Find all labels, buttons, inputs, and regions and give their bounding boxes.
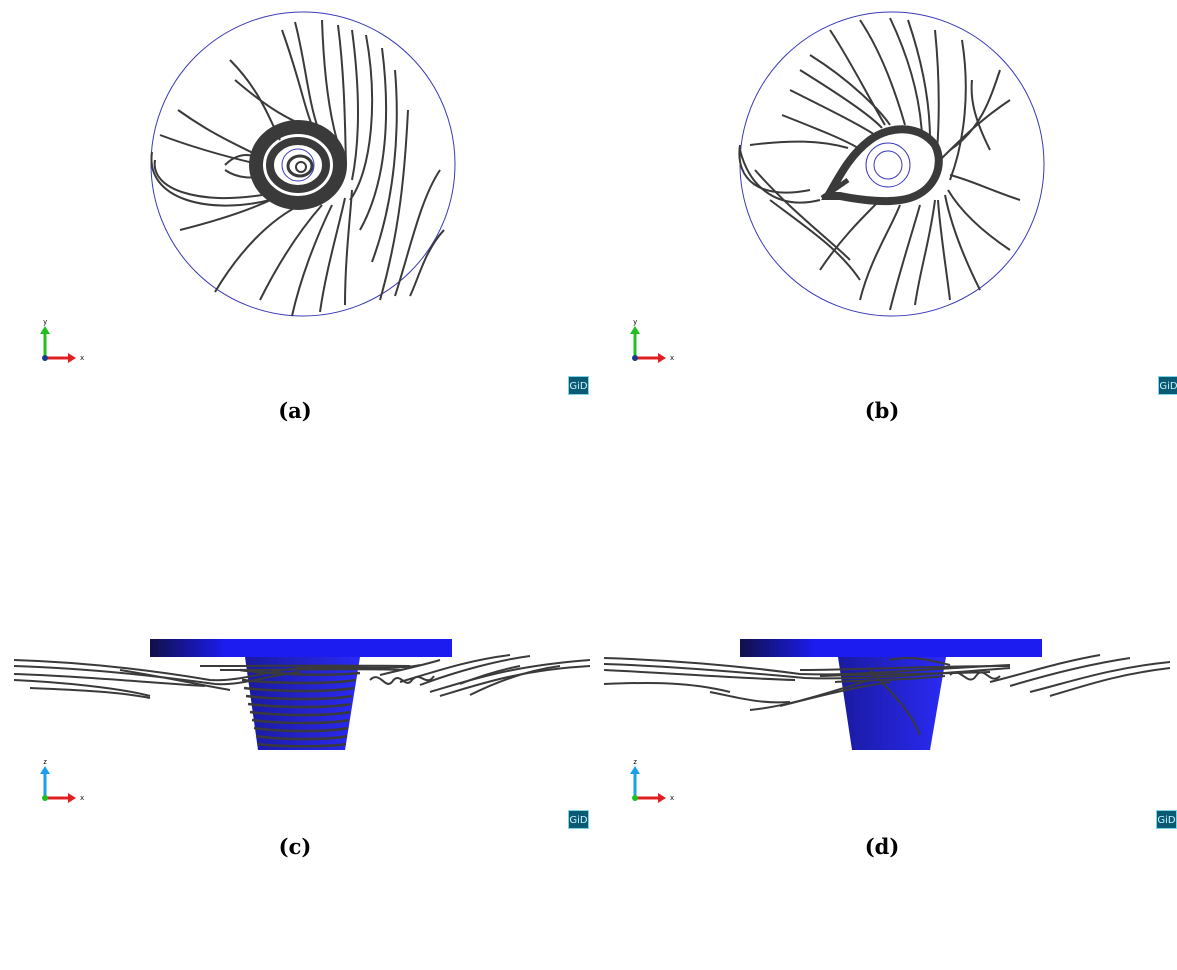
pile-cap [150, 639, 452, 657]
axis-triad: y x [630, 318, 674, 363]
streamline-plot-d: z x [603, 639, 1171, 803]
panel-d: z x GiD (d) [590, 470, 1177, 970]
panel-a: y x GiD (a) [0, 0, 590, 423]
gid-logo: GiD [1158, 376, 1177, 395]
caption-a: (a) [278, 398, 312, 423]
axis-label-x: x [80, 794, 84, 802]
caption-d: (d) [864, 834, 900, 859]
pier-outline [281, 148, 315, 182]
pier-outline-outer [865, 142, 911, 188]
gid-logo: GiD [568, 376, 589, 395]
vortex-core [249, 120, 347, 210]
streamline-plot-b: y x [630, 11, 1045, 363]
axis-label-x: x [670, 794, 674, 802]
caption-c: (c) [278, 834, 312, 859]
streamline-plot-c: z x [13, 639, 590, 803]
axis-triad: y x [40, 318, 84, 363]
pile-cap [740, 639, 1042, 657]
axis-label-x: x [80, 354, 84, 362]
streamlines [738, 17, 1021, 311]
pier [245, 657, 360, 750]
gid-logo: GiD [568, 810, 589, 829]
axis-triad: z x [630, 758, 674, 803]
axis-triad: z x [40, 758, 84, 803]
axis-label-z: z [43, 758, 47, 766]
streamlines [150, 19, 445, 317]
streamlines [603, 654, 1171, 736]
caption-b: (b) [864, 398, 900, 423]
axis-label-y: y [633, 318, 637, 326]
pier-outline-inner [873, 150, 903, 180]
scour-streamlines [239, 668, 361, 748]
panel-b: y x GiD (b) [590, 0, 1177, 423]
axis-label-z: z [633, 758, 637, 766]
horseshoe-vortex [820, 125, 943, 206]
axis-label-x: x [670, 354, 674, 362]
streamline-plot-a: y x [40, 11, 456, 363]
panel-c: z x GiD (c) [0, 470, 590, 970]
gid-logo: GiD [1156, 810, 1177, 829]
axis-label-y: y [43, 318, 47, 326]
